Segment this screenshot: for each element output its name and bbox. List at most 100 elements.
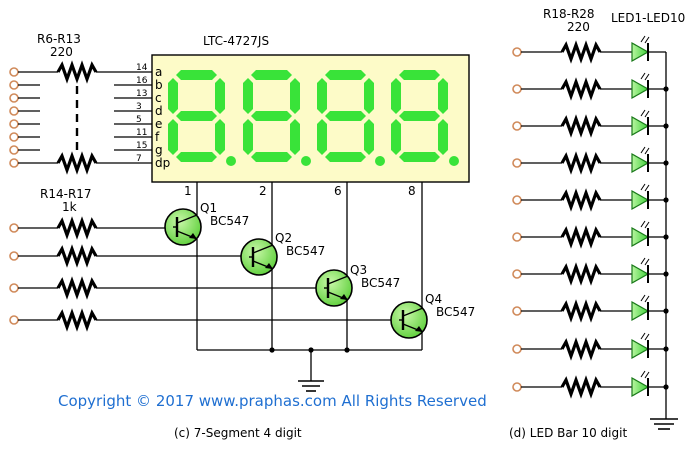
terminal-seg-7 bbox=[9, 158, 19, 168]
led-4 bbox=[631, 152, 650, 174]
terminal-base-4 bbox=[9, 315, 19, 325]
segment-e bbox=[243, 119, 253, 155]
segment-e bbox=[391, 119, 401, 155]
resistor-r19 bbox=[560, 77, 602, 101]
r18-r28-label: R18-R28 bbox=[543, 7, 595, 21]
resistor-r13 bbox=[56, 151, 98, 175]
segment-a bbox=[399, 70, 440, 80]
pin-name: b bbox=[155, 78, 163, 92]
transistors bbox=[164, 208, 428, 339]
segment-g bbox=[251, 111, 292, 121]
q1-type: BC547 bbox=[210, 214, 249, 228]
led-row-3 bbox=[512, 109, 669, 138]
digit-pin-2: 2 bbox=[259, 184, 267, 198]
terminal-base-1 bbox=[9, 223, 19, 233]
led-10 bbox=[631, 376, 650, 398]
terminal-base-3 bbox=[9, 283, 19, 293]
led-1 bbox=[631, 41, 650, 63]
terminal-seg-4 bbox=[9, 119, 19, 129]
q3-name: Q3 bbox=[350, 263, 367, 277]
terminal-led-4 bbox=[512, 158, 522, 168]
terminal-seg-3 bbox=[9, 106, 19, 116]
led-5 bbox=[631, 189, 650, 211]
r14-r17-value: 1k bbox=[62, 200, 77, 214]
segment-g bbox=[176, 111, 217, 121]
transistor-q4 bbox=[390, 301, 428, 339]
terminal-led-2 bbox=[512, 84, 522, 94]
segment-e bbox=[168, 119, 178, 155]
terminal-led-3 bbox=[512, 121, 522, 131]
resistor-r6 bbox=[56, 60, 98, 84]
terminal-seg-6 bbox=[9, 145, 19, 155]
terminal-led-5 bbox=[512, 195, 522, 205]
terminal-led-6 bbox=[512, 232, 522, 242]
segment-dp bbox=[449, 156, 459, 166]
segment-f bbox=[317, 78, 327, 114]
transistor-q2 bbox=[240, 238, 278, 276]
segment-c bbox=[215, 119, 225, 155]
segment-g bbox=[399, 111, 440, 121]
resistor-r20 bbox=[560, 114, 602, 138]
q3-type: BC547 bbox=[361, 276, 400, 290]
digit-pin-3: 6 bbox=[334, 184, 342, 198]
digit-3 bbox=[317, 70, 385, 166]
r14-r17-label: R14-R17 bbox=[40, 187, 92, 201]
segment-e bbox=[317, 119, 327, 155]
digit-4 bbox=[391, 70, 459, 166]
segment-f bbox=[391, 78, 401, 114]
r18-r28-value: 220 bbox=[567, 20, 590, 34]
digit-pin-1: 1 bbox=[184, 184, 192, 198]
led-row-1 bbox=[512, 35, 666, 64]
terminal-seg-2 bbox=[9, 93, 19, 103]
r6-r13-value: 220 bbox=[50, 45, 73, 59]
terminal-led-1 bbox=[512, 47, 522, 57]
segment-f bbox=[243, 78, 253, 114]
segment-b bbox=[290, 78, 300, 114]
terminal-seg-5 bbox=[9, 132, 19, 142]
digit-2 bbox=[243, 70, 311, 166]
pin-number: 14 bbox=[136, 63, 148, 73]
led-9 bbox=[631, 338, 650, 360]
led-row-9 bbox=[512, 332, 669, 361]
terminal-led-9 bbox=[512, 344, 522, 354]
resistor-r18 bbox=[560, 40, 602, 64]
pin-number: 3 bbox=[136, 102, 142, 112]
resistor-r27 bbox=[560, 375, 602, 399]
resistor-r24 bbox=[560, 262, 602, 286]
segment-c bbox=[364, 119, 374, 155]
pin-name: dp bbox=[155, 156, 170, 170]
pin-number: 15 bbox=[136, 141, 147, 151]
terminal-seg-0 bbox=[9, 67, 19, 77]
segment-dp bbox=[226, 156, 236, 166]
segment-b bbox=[215, 78, 225, 114]
transistor-q3 bbox=[315, 269, 353, 307]
resistor-r21 bbox=[560, 151, 602, 175]
pin-name: c bbox=[155, 91, 162, 105]
segment-d bbox=[325, 152, 366, 162]
ground-symbol-left bbox=[298, 350, 324, 392]
q2-type: BC547 bbox=[286, 244, 325, 258]
pin-name: a bbox=[155, 65, 162, 79]
led-row-5 bbox=[512, 183, 669, 212]
segment-dp bbox=[375, 156, 385, 166]
led-row-6 bbox=[512, 220, 669, 249]
led-8 bbox=[631, 300, 650, 322]
led-2 bbox=[631, 78, 650, 100]
pin-number: 7 bbox=[136, 154, 142, 164]
led-row-7 bbox=[512, 257, 669, 286]
segment-d bbox=[251, 152, 292, 162]
terminal-base-2 bbox=[9, 251, 19, 261]
led-part-label: LED1-LED10 bbox=[611, 11, 685, 25]
pin-name: f bbox=[155, 130, 160, 144]
segment-d bbox=[176, 152, 217, 162]
q4-type: BC547 bbox=[436, 305, 475, 319]
segment-g bbox=[325, 111, 366, 121]
terminal-led-10 bbox=[512, 382, 522, 392]
segment-b bbox=[438, 78, 448, 114]
segment-c bbox=[438, 119, 448, 155]
transistor-q1 bbox=[164, 208, 202, 246]
segment-b bbox=[364, 78, 374, 114]
led-row-10 bbox=[512, 370, 669, 399]
